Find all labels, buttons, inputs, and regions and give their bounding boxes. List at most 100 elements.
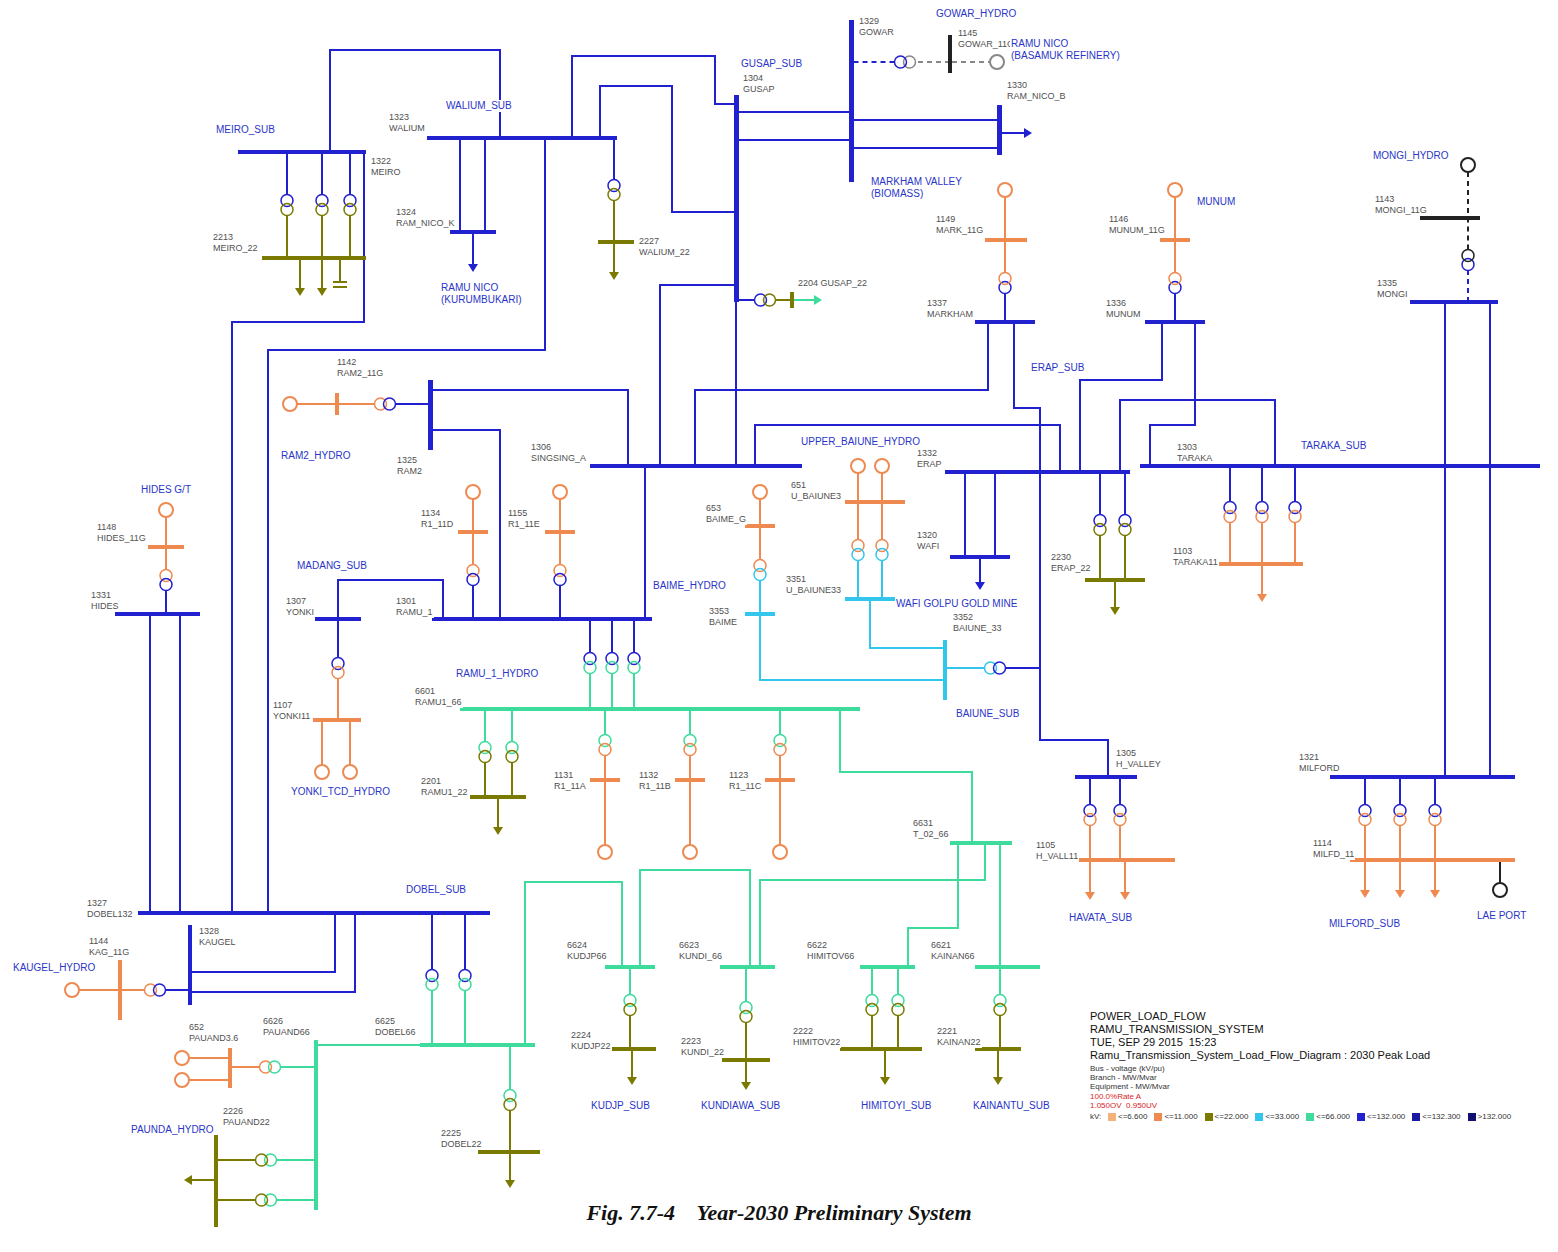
line-segment	[735, 300, 737, 466]
line-segment	[216, 1199, 256, 1201]
transmission-line	[851, 148, 999, 149]
generator-lead	[1004, 197, 1006, 238]
line-segment	[1444, 466, 1446, 777]
transformer-winding	[1429, 814, 1441, 826]
load-arrow	[814, 295, 822, 305]
load-lead	[745, 1062, 747, 1083]
transformer-branch	[851, 56, 950, 68]
bus-label: 2225 DOBEL22	[440, 1128, 483, 1150]
station-label: KUDJP_SUB	[590, 1100, 651, 1112]
transformer-branch	[1289, 466, 1301, 564]
generator-lead	[189, 1057, 228, 1059]
transformer-branch	[624, 967, 636, 1049]
load-arrow	[1110, 607, 1120, 615]
line-segment	[1261, 523, 1263, 565]
legend-item: <=132.000	[1357, 1112, 1405, 1122]
bus-bar: 1134 R1_11D	[458, 530, 488, 534]
bus-label: 651 U_BAIUNE3	[790, 480, 842, 502]
transformer-winding	[876, 549, 888, 561]
transformer-branch	[467, 532, 479, 618]
line-segment	[1006, 668, 1109, 777]
line-segment	[509, 1111, 511, 1153]
transformer-winding	[269, 1061, 281, 1073]
transformer-branch	[1462, 218, 1474, 302]
bus-bar: 1325 RAM2	[428, 380, 433, 450]
line-segment	[613, 201, 615, 243]
load-arrow	[993, 1077, 1003, 1085]
line-segment	[1120, 400, 1275, 472]
line-segment	[633, 620, 635, 653]
generator-lead	[881, 473, 883, 500]
transformer-branch	[999, 240, 1011, 322]
bus-bar: TARAKA_SUB1303 TARAKA	[1140, 464, 1540, 468]
load-lead	[321, 260, 323, 289]
bus-label: 2204 GUSAP_22	[797, 278, 868, 289]
line-segment	[589, 620, 591, 653]
line-segment	[277, 1159, 317, 1161]
transformer-branch	[599, 709, 611, 780]
transmission-line	[695, 322, 988, 466]
station-label: ERAP_SUB	[1030, 362, 1085, 374]
line-segment	[430, 390, 628, 466]
bus-bar: 1105 H_VALL11HAVATA_SUB	[1075, 858, 1175, 862]
transformer-winding	[994, 662, 1006, 674]
station-label: HAVATA_SUB	[1068, 912, 1133, 924]
bus-label: 2227 WALIUM_22	[638, 236, 691, 258]
generator-lead	[321, 722, 323, 765]
line-segment	[1399, 826, 1401, 861]
bus-label: 1332 ERAP	[916, 448, 943, 470]
bus-bar: 3351 U_BAIUNE33	[845, 597, 895, 601]
bus-bar: KAUGEL_HYDRO1144 KAG_11G	[118, 960, 122, 1020]
line-segment	[644, 466, 646, 618]
generator-lead	[165, 517, 167, 545]
line-segment	[1089, 826, 1091, 861]
transformer-winding	[1094, 524, 1106, 536]
transformer-winding	[256, 1194, 268, 1206]
shunt-lead	[339, 260, 341, 282]
generator-symbol	[65, 983, 79, 997]
bus-bar: 1335 MONGI	[1410, 300, 1498, 304]
note-text: kV:	[1090, 1112, 1101, 1121]
transmission-line	[232, 152, 364, 913]
bus-bar: GOWAR_HYDRO1145 GOWAR_11G	[948, 35, 952, 73]
load-lead	[472, 234, 474, 265]
line-segment	[1174, 240, 1176, 273]
line-segment	[559, 586, 561, 619]
load-lead	[979, 559, 981, 583]
bus-bar: MADANG_SUB1307 YONKI	[315, 617, 361, 621]
bus-bar: 3352 BAIUNE_33BAIUNE_SUB	[943, 640, 947, 700]
bus-bar: MUNUM1146 MUNUM_11G	[1160, 238, 1190, 242]
transformer-winding	[344, 204, 356, 216]
transformer-winding	[606, 662, 618, 674]
line-segment	[916, 61, 951, 63]
bus-bar: GUSAP_SUB1304 GUSAP	[734, 95, 739, 302]
generator-symbol	[598, 845, 612, 859]
transformer-winding	[628, 662, 640, 674]
station-label: RAMU NICO (KURUMBUKARI)	[440, 282, 542, 306]
line-segment	[572, 56, 736, 138]
line-segment	[964, 472, 966, 557]
transmission-line	[485, 138, 486, 232]
transformer-winding	[256, 1154, 268, 1166]
generator-lead	[1467, 172, 1469, 216]
generator-symbol	[175, 1073, 189, 1087]
bus-label: 1335 MONGI	[1376, 278, 1409, 300]
bus-bar: 2224 KUDJP22KUDJP_SUB	[610, 1047, 656, 1051]
load-lead	[1002, 132, 1025, 134]
line-segment	[589, 674, 591, 710]
line-segment	[232, 152, 364, 913]
line-segment	[689, 709, 691, 735]
line-segment	[760, 843, 985, 967]
line-segment	[268, 138, 545, 913]
generator-lead	[559, 499, 561, 530]
transmission-line	[660, 285, 736, 466]
bus-bar: 6631 T_02_66	[950, 841, 1012, 845]
station-label: UPPER_BAIUNE_HYDRO	[800, 436, 921, 448]
line-segment	[484, 709, 486, 742]
figure-caption: Fig. 7.7-4 Year-2030 Preliminary System	[0, 1200, 1558, 1226]
transmission-line	[318, 1045, 420, 1046]
load-arrow	[184, 1175, 192, 1185]
transformer-branch	[1429, 777, 1441, 860]
line-segment	[1364, 777, 1366, 805]
